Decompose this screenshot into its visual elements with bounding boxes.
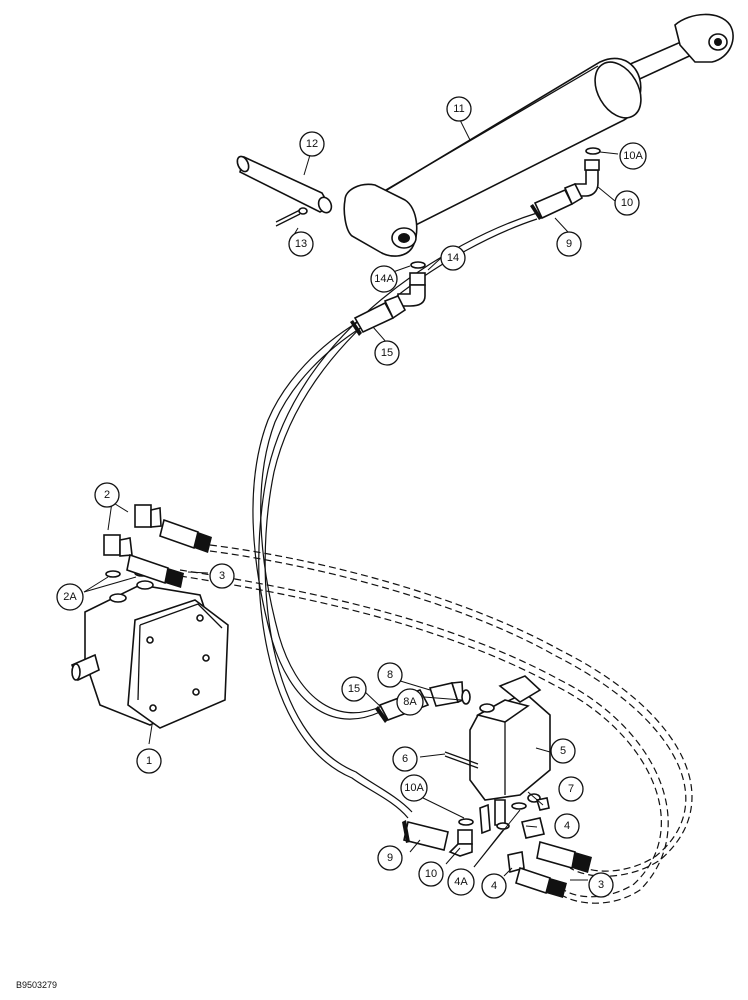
callout-12: 12 bbox=[299, 131, 325, 157]
callout-15-valve: 15 bbox=[341, 676, 367, 702]
callout-4a: 4A bbox=[447, 868, 475, 896]
cylinder-fittings bbox=[350, 147, 601, 336]
svg-text:4: 4 bbox=[564, 820, 570, 832]
pump-fittings bbox=[103, 504, 212, 588]
callout-2: 2 bbox=[94, 482, 120, 508]
svg-text:8: 8 bbox=[387, 669, 393, 681]
leader-lines bbox=[83, 119, 619, 881]
hose-15-upper bbox=[252, 321, 381, 720]
svg-text:5: 5 bbox=[560, 745, 566, 757]
callout-4-lower: 4 bbox=[481, 873, 507, 899]
hose-pump-to-valve-2 bbox=[179, 569, 669, 904]
svg-text:9: 9 bbox=[387, 852, 393, 864]
callout-6: 6 bbox=[392, 746, 418, 772]
svg-text:14A: 14A bbox=[374, 273, 394, 285]
callout-8a: 8A bbox=[396, 688, 424, 716]
svg-text:10A: 10A bbox=[623, 150, 643, 162]
svg-text:11: 11 bbox=[453, 103, 464, 115]
callout-1: 1 bbox=[136, 748, 162, 774]
svg-text:13: 13 bbox=[295, 238, 307, 250]
valve-fittings bbox=[375, 681, 592, 898]
svg-text:10A: 10A bbox=[404, 782, 424, 794]
callout-10-valve: 10 bbox=[418, 861, 444, 887]
svg-text:9: 9 bbox=[566, 238, 572, 250]
callout-8: 8 bbox=[377, 662, 403, 688]
callout-13: 13 bbox=[288, 231, 314, 257]
callout-10-cylinder: 10 bbox=[614, 190, 640, 216]
svg-text:2A: 2A bbox=[63, 591, 77, 603]
svg-text:10: 10 bbox=[425, 868, 437, 880]
callout-7: 7 bbox=[558, 776, 584, 802]
callout-9-valve: 9 bbox=[377, 845, 403, 871]
callout-5: 5 bbox=[550, 738, 576, 764]
svg-text:10: 10 bbox=[621, 197, 633, 209]
svg-text:8A: 8A bbox=[403, 696, 417, 708]
callout-2a: 2A bbox=[56, 583, 84, 611]
svg-text:12: 12 bbox=[306, 138, 318, 150]
svg-text:7: 7 bbox=[568, 783, 574, 795]
svg-text:3: 3 bbox=[598, 879, 604, 891]
callout-3-pump: 3 bbox=[209, 563, 235, 589]
callout-4-upper: 4 bbox=[554, 813, 580, 839]
pump bbox=[70, 580, 229, 729]
callout-14: 14 bbox=[440, 245, 466, 271]
svg-text:1: 1 bbox=[146, 755, 152, 767]
drawing-reference: B9503279 bbox=[16, 980, 57, 990]
hydraulic-cylinder bbox=[343, 13, 734, 257]
hose-pump-to-valve bbox=[209, 544, 693, 877]
callout-14a: 14A bbox=[370, 265, 398, 293]
callout-11: 11 bbox=[446, 96, 472, 122]
cotter-pin bbox=[275, 207, 308, 227]
hoses bbox=[179, 212, 693, 904]
pin bbox=[236, 155, 333, 214]
callout-10a-valve: 10A bbox=[400, 774, 428, 802]
callout-3-valve: 3 bbox=[588, 872, 614, 898]
svg-text:3: 3 bbox=[219, 570, 225, 582]
callout-9-cylinder: 9 bbox=[556, 231, 582, 257]
callout-15-cylinder: 15 bbox=[374, 340, 400, 366]
svg-text:14: 14 bbox=[447, 252, 459, 264]
svg-text:4A: 4A bbox=[454, 876, 468, 888]
svg-text:15: 15 bbox=[348, 683, 360, 695]
control-valve bbox=[469, 675, 551, 826]
callout-10a-cylinder: 10A bbox=[619, 142, 647, 170]
svg-text:2: 2 bbox=[104, 489, 110, 501]
svg-text:15: 15 bbox=[381, 347, 393, 359]
svg-text:6: 6 bbox=[402, 753, 408, 765]
svg-text:4: 4 bbox=[491, 880, 497, 892]
